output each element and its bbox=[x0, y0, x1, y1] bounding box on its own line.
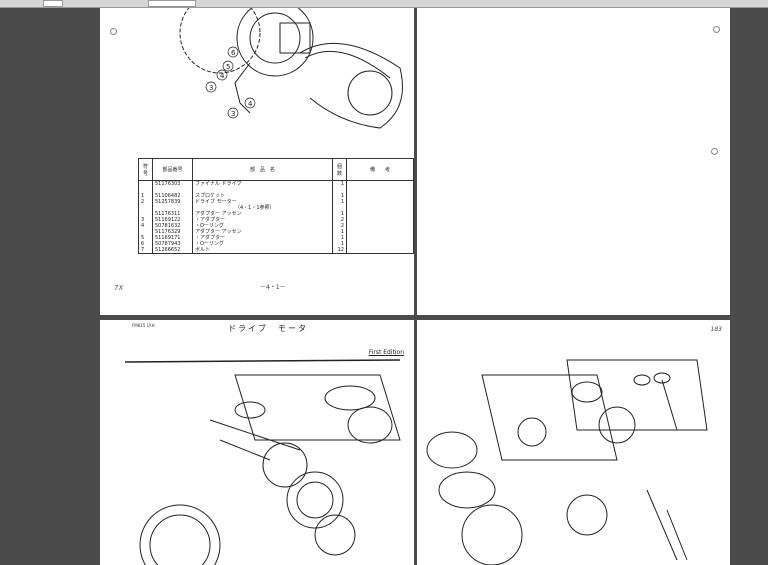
table-cell-name: ・アダプター bbox=[195, 235, 226, 241]
table-cell-qty: 1 bbox=[340, 235, 344, 241]
page-number: －4・1－ bbox=[260, 284, 286, 291]
svg-text:3: 3 bbox=[231, 110, 235, 118]
exploded-drawing-drive-motor-2 bbox=[426, 359, 708, 565]
table-cell-qty: 1 bbox=[340, 229, 344, 235]
table-cell-name: スプロケット bbox=[195, 193, 226, 199]
table-cell-part: 50781632 bbox=[155, 223, 181, 229]
table-cell-name: アダプター アッセン bbox=[195, 229, 242, 235]
margin-note: 7X bbox=[114, 284, 124, 292]
table-cell-part: 51169171 bbox=[155, 235, 181, 241]
table-cell-part: 51176329 bbox=[155, 229, 181, 235]
table-cell-no: 3 bbox=[141, 217, 145, 223]
svg-text:5: 5 bbox=[226, 63, 230, 71]
table-cell-part: 51176303 bbox=[155, 181, 181, 187]
table-cell-part: 51106482 bbox=[155, 193, 181, 199]
table-cell-qty: 12 bbox=[337, 247, 344, 253]
table-cell-no: 6 bbox=[141, 241, 145, 247]
table-cell-qty: 1 bbox=[340, 199, 344, 205]
table-cell-name: アダプター アッセン bbox=[195, 211, 242, 217]
zoom-field[interactable] bbox=[148, 0, 196, 7]
table-cell-qty: 2 bbox=[340, 217, 344, 223]
table-cell-name: ドライブ モーター bbox=[195, 199, 237, 205]
punch-hole bbox=[713, 26, 720, 33]
header-code: FM815 LXH bbox=[132, 323, 155, 328]
page-number-field[interactable] bbox=[43, 0, 63, 7]
table-cell-name: ボルト bbox=[195, 247, 211, 253]
table-cell-no: 2 bbox=[141, 199, 145, 205]
table-cell-name: （4・1・1参照） bbox=[235, 205, 275, 211]
table-cell-name: ・Oーリング bbox=[195, 241, 224, 247]
table-cell-part: 51169122 bbox=[155, 217, 181, 223]
table-cell-part: 50787943 bbox=[155, 241, 181, 247]
page-drive-motor-right: 183 bbox=[417, 320, 730, 565]
svg-text:4: 4 bbox=[220, 72, 225, 80]
table-cell-qty: 2 bbox=[340, 223, 344, 229]
table-cell-no: 1 bbox=[141, 193, 145, 199]
table-cell-no: 7 bbox=[141, 247, 145, 253]
page-drive-motor-left: FM815 LXH ドライブ モータ First Edition bbox=[100, 320, 414, 565]
table-cell-name: ・Oーリング bbox=[195, 223, 224, 229]
edition-label: First Edition bbox=[368, 349, 404, 356]
table-cell-no: 5 bbox=[141, 235, 145, 241]
page-title: ドライブ モータ bbox=[228, 324, 308, 333]
table-cell-name: ファイナル ドライブ bbox=[195, 181, 242, 187]
callout: 6 bbox=[231, 49, 236, 57]
table-cell-part: 51266652 bbox=[155, 247, 181, 253]
punch-hole bbox=[711, 148, 718, 155]
table-cell-name: ・アダプター bbox=[195, 217, 226, 223]
scroll-area[interactable] bbox=[740, 8, 768, 565]
table-cell-qty: 1 bbox=[340, 241, 344, 247]
table-cell-qty: 1 bbox=[340, 181, 344, 187]
margin-note: 183 bbox=[710, 326, 722, 333]
blank-page bbox=[417, 8, 730, 315]
table-cell-no: 4 bbox=[141, 223, 145, 229]
svg-text:3: 3 bbox=[209, 84, 213, 92]
punch-hole bbox=[110, 28, 117, 35]
table-cell-qty: 1 bbox=[340, 211, 344, 217]
exploded-drawing-final-drive: 6 5 4 3 4 3 bbox=[179, 8, 403, 129]
viewer-toolbar bbox=[0, 0, 768, 8]
table-cell-part: 51176311 bbox=[155, 211, 181, 217]
exploded-drawing-drive-motor bbox=[124, 359, 401, 565]
table-cell-qty: 1 bbox=[340, 193, 344, 199]
svg-text:4: 4 bbox=[248, 100, 253, 108]
table-cell-part: 51257839 bbox=[155, 199, 181, 205]
